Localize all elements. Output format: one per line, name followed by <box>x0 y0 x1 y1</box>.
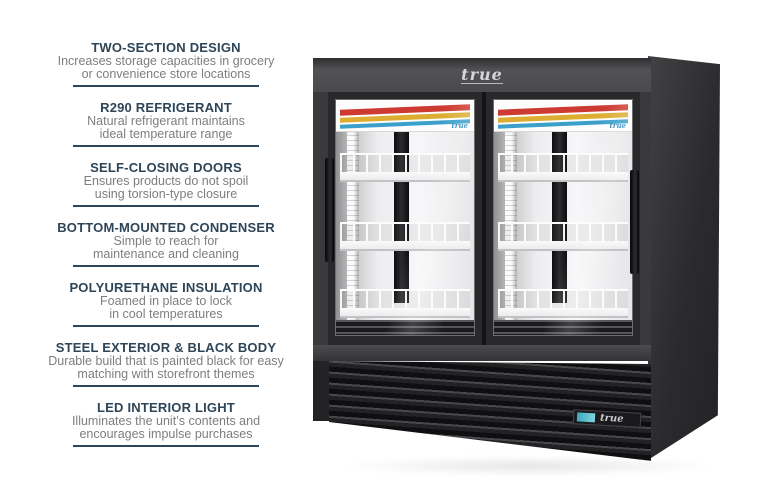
feature-callout-column: TWO-SECTION DESIGN Increases storage cap… <box>40 41 292 461</box>
door-banner: true <box>494 100 632 132</box>
feature-description-line: matching with storefront themes <box>77 367 255 381</box>
feature-description-line: in cool temperatures <box>109 307 223 321</box>
sliding-doors-area: true <box>328 92 640 345</box>
wire-dividers <box>340 289 470 308</box>
door-glass: true <box>335 99 475 336</box>
cabinet-side-panel <box>648 56 720 460</box>
shelf-front <box>340 172 470 182</box>
wire-dividers <box>498 289 628 308</box>
feature-polyurethane-insulation: POLYURETHANE INSULATION Foamed in place … <box>40 281 292 327</box>
interior-floor-slats <box>494 320 632 335</box>
feature-divider <box>73 265 259 267</box>
feature-description-line: or convenience store locations <box>81 67 251 81</box>
shelf-front <box>498 172 628 182</box>
condenser-grille: true <box>329 361 651 461</box>
shelf-front <box>340 308 470 318</box>
wire-dividers <box>340 222 470 241</box>
shelf-front <box>340 241 470 251</box>
wire-rack <box>498 222 628 251</box>
sliding-door-right: true <box>486 92 640 345</box>
feature-title: LED INTERIOR LIGHT <box>97 400 235 415</box>
feature-title: BOTTOM-MOUNTED CONDENSER <box>57 220 275 235</box>
feature-led-interior-light: LED INTERIOR LIGHT Illuminates the unit’… <box>40 401 292 447</box>
wire-dividers <box>498 153 628 172</box>
wire-dividers <box>340 153 470 172</box>
feature-divider <box>73 145 259 147</box>
feature-description-line: Illuminates the unit’s contents and <box>71 414 261 428</box>
feature-description-line: Durable build that is painted black for … <box>48 354 284 368</box>
glass-reflection <box>494 100 632 335</box>
feature-description-line: Simple to reach for <box>113 234 219 248</box>
wire-rack <box>498 153 628 182</box>
door-handle-right <box>630 170 639 274</box>
true-logo: true <box>599 412 624 425</box>
cabinet-header: true <box>313 58 651 92</box>
door-banner: true <box>336 100 474 132</box>
feature-divider <box>73 205 259 207</box>
feature-description-line: Increases storage capacities in grocery <box>57 54 275 68</box>
badge-accent <box>576 412 596 423</box>
base-left-column <box>313 361 329 421</box>
feature-description-line: ideal temperature range <box>99 127 233 141</box>
feature-steel-exterior: STEEL EXTERIOR & BLACK BODY Durable buil… <box>40 341 292 387</box>
floor-shadow <box>340 456 720 476</box>
feature-r290-refrigerant: R290 REFRIGERANT Natural refrigerant mai… <box>40 101 292 147</box>
feature-bottom-mounted-condenser: BOTTOM-MOUNTED CONDENSER Simple to reach… <box>40 221 292 267</box>
feature-divider <box>73 325 259 327</box>
feature-description-line: Foamed in place to lock <box>99 294 232 308</box>
feature-self-closing-doors: SELF-CLOSING DOORS Ensures products do n… <box>40 161 292 207</box>
grille-brand-badge: true <box>572 409 642 428</box>
feature-divider <box>73 445 259 447</box>
feature-two-section-design: TWO-SECTION DESIGN Increases storage cap… <box>40 41 292 87</box>
feature-title: TWO-SECTION DESIGN <box>91 40 241 55</box>
feature-divider <box>73 385 259 387</box>
door-interior <box>494 131 632 335</box>
feature-title: R290 REFRIGERANT <box>100 100 232 115</box>
door-handle-left <box>325 158 334 262</box>
wire-dividers <box>498 222 628 241</box>
feature-description-line: using torsion-type closure <box>94 187 238 201</box>
wire-rack <box>340 153 470 182</box>
true-logo: true <box>452 122 468 130</box>
true-logo: true <box>610 122 626 130</box>
cabinet-front: true true <box>313 58 651 345</box>
door-interior <box>336 131 474 335</box>
wire-rack <box>340 289 470 318</box>
refrigerated-merchandiser-photo: true true <box>310 52 725 476</box>
true-logo: true <box>461 65 503 84</box>
wire-rack <box>498 289 628 318</box>
feature-description-line: encourages impulse purchases <box>79 427 253 441</box>
feature-title: SELF-CLOSING DOORS <box>90 160 242 175</box>
shelf-front <box>498 241 628 251</box>
door-glass: true <box>493 99 633 336</box>
feature-description-line: maintenance and cleaning <box>93 247 239 261</box>
shelf-front <box>498 308 628 318</box>
feature-title: POLYURETHANE INSULATION <box>69 280 263 295</box>
interior-floor-slats <box>336 320 474 335</box>
feature-divider <box>73 85 259 87</box>
feature-description-line: Natural refrigerant maintains <box>87 114 245 128</box>
feature-description-line: Ensures products do not spoil <box>83 174 249 188</box>
sliding-door-left: true <box>328 92 482 345</box>
cabinet-sill <box>313 345 651 361</box>
glass-reflection <box>336 100 474 335</box>
wire-rack <box>340 222 470 251</box>
feature-title: STEEL EXTERIOR & BLACK BODY <box>55 340 277 355</box>
